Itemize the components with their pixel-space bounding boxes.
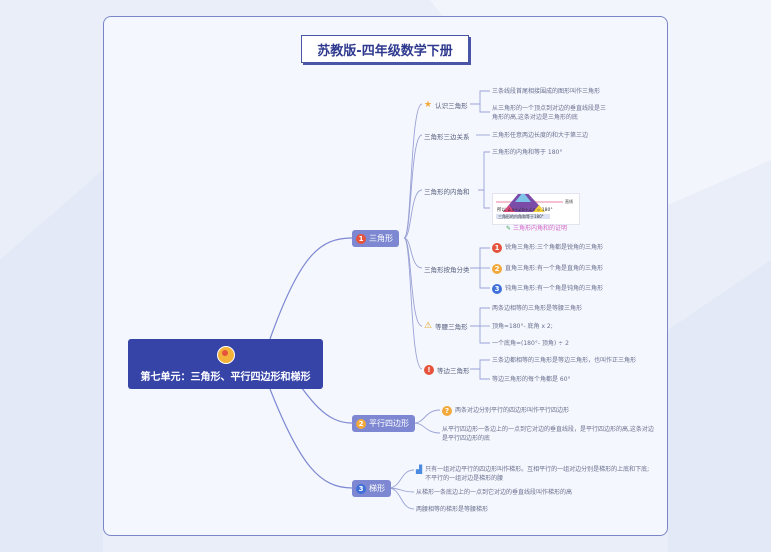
branch-triangle[interactable]: 1 三角形	[352, 230, 399, 247]
leaf-text: 一个底角=(180°- 顶角) ÷ 2	[492, 340, 569, 347]
leaf-text: 等边三角形的每个角都是 60°	[492, 376, 571, 383]
page-title: 苏教版-四年级数学下册	[301, 35, 469, 63]
figure-caption: 所以 ∠a+∠b+∠c = 180°	[497, 208, 553, 213]
figure-link[interactable]: ✎ 三角形内角和的证明	[506, 225, 567, 232]
pencil-icon: ✎	[506, 225, 512, 232]
leaf-text: 2 直角三角形:有一个角是直角的三角形	[492, 264, 603, 274]
branch-label: 三角形	[369, 234, 393, 243]
root-node[interactable]: 第七单元：三角形、平行四边形和梯形	[128, 339, 323, 389]
exclamation-icon: !	[424, 365, 434, 375]
warning-icon: ⚠	[424, 321, 433, 331]
topic-label: 等边三角形	[437, 367, 470, 375]
question-icon: ?	[442, 406, 452, 416]
leaf-text: 三角形的内角和等于 180°	[492, 149, 563, 156]
number-badge: 1	[356, 233, 366, 244]
topic-angle-sum[interactable]: 三角形的内角和	[424, 186, 470, 196]
branch-label: 梯形	[369, 484, 385, 493]
number-badge: 1	[492, 243, 502, 253]
topic-recognize-triangle[interactable]: ★ 认识三角形	[424, 100, 468, 110]
topic-label: 等腰三角形	[435, 323, 468, 331]
topic-angle-classification[interactable]: 三角形按角分类	[424, 264, 470, 274]
svg-text:直线: 直线	[565, 198, 573, 204]
topic-isosceles[interactable]: ⚠ 等腰三角形	[424, 321, 468, 331]
star-icon: ★	[424, 100, 433, 110]
topic-trapezoid-height[interactable]: 从梯形一条底边上的一点到它对边的垂直线段叫作梯形的高	[416, 489, 573, 496]
leaf-text: 两条边相等的三角形是等腰三角形	[492, 305, 583, 312]
angle-sum-figure: 直线	[492, 193, 580, 225]
topic-label: 三角形的内角和	[424, 188, 470, 196]
topic-parallelogram-definition[interactable]: ? 两条对边分别平行的四边形叫作平行四边形	[442, 406, 569, 416]
branch-label: 平行四边形	[369, 419, 409, 428]
number-badge: 2	[356, 418, 366, 429]
topic-label: 三角形按角分类	[424, 266, 470, 274]
leaf-text: 3 钝角三角形:有一个角是钝角的三角形	[492, 284, 603, 294]
leaf-text: 三条线段首尾相接围成的图形叫作三角形	[492, 88, 601, 95]
topic-equilateral[interactable]: ! 等边三角形	[424, 365, 470, 375]
branch-trapezoid[interactable]: 3 梯形	[352, 480, 391, 497]
mindmap-card	[103, 16, 668, 536]
topic-parallelogram-height[interactable]: 从平行四边形一条边上的一点到它对边的垂直线段，是平行四边形的高,这条对边是平行四…	[442, 426, 654, 442]
topic-trapezoid-definition[interactable]: ▟ 只有一组对边平行的四边形叫作梯形。互相平行的一组对边分别是梯形的上底和下底;…	[416, 465, 650, 482]
figure-caption-box: 三角形的内角和等于180°	[496, 214, 550, 219]
topic-label: 三角形三边关系	[424, 133, 470, 141]
topic-side-relation[interactable]: 三角形三边关系	[424, 131, 470, 141]
number-badge: 2	[492, 264, 502, 274]
connector-triangle	[269, 237, 353, 340]
leaf-text: 从三角形的一个顶点到对边的垂直线段是三角形的高,这条对边是三角形的底	[492, 105, 607, 121]
root-label: 第七单元：三角形、平行四边形和梯形	[140, 371, 311, 383]
palette-icon	[216, 345, 235, 364]
number-badge: 3	[356, 483, 366, 494]
branch-parallelogram[interactable]: 2 平行四边形	[352, 415, 415, 432]
leaf-text: 三条边都相等的三角形是等边三角形，也叫作正三角形	[492, 357, 637, 364]
connector-trapezoid	[269, 388, 353, 489]
topic-isosceles-trapezoid[interactable]: 两腰相等的梯形是等腰梯形	[416, 506, 489, 513]
leaf-text: 三角形任意两边长度的和大于第三边	[492, 132, 589, 139]
number-badge: 3	[492, 284, 502, 294]
bar-chart-icon: ▟	[416, 465, 423, 474]
topic-label: 认识三角形	[435, 102, 468, 110]
leaf-text: 1 锐角三角形:三个角都是锐角的三角形	[492, 243, 603, 253]
leaf-text: 顶角=180°- 底角 x 2;	[492, 323, 553, 330]
